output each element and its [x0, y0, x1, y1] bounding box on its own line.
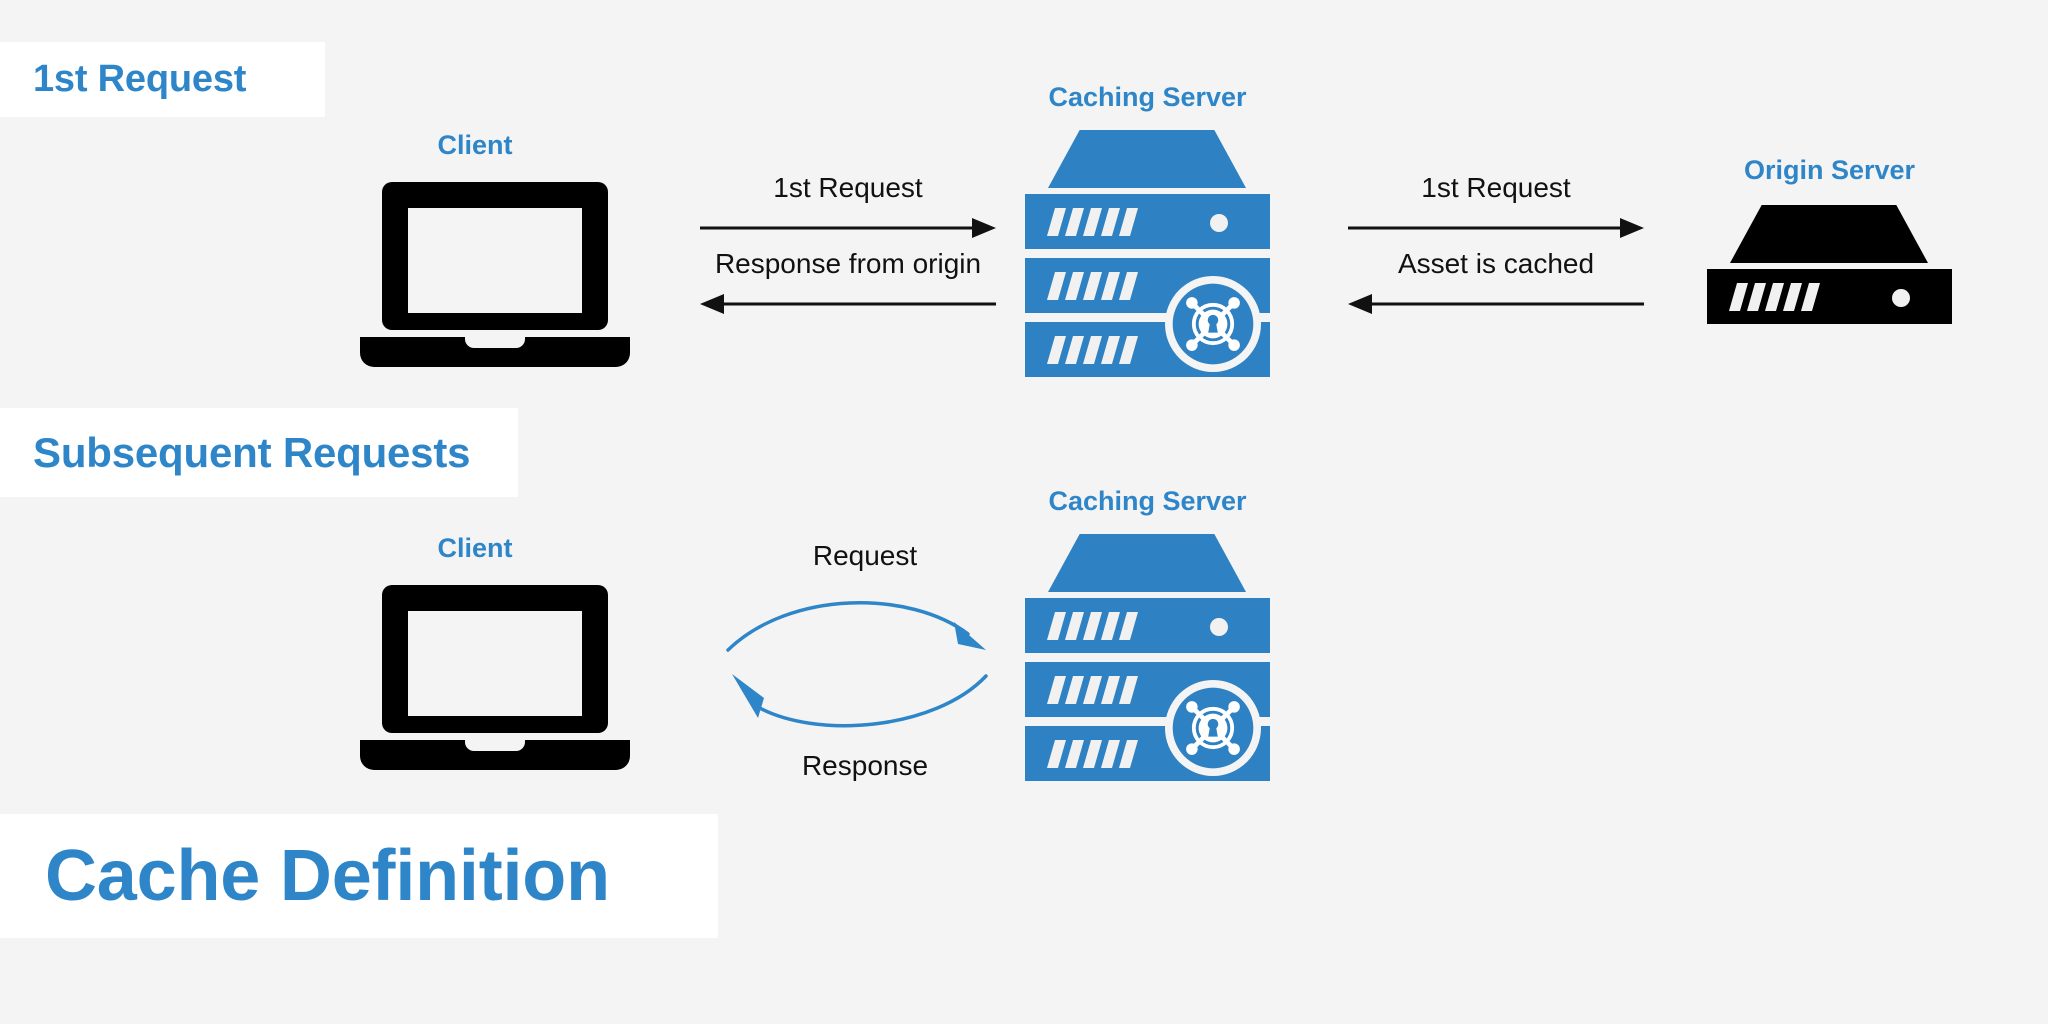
- row1-origin-server-caption: Origin Server: [1743, 155, 1916, 185]
- arrow-label-request-2: 1st Request: [1421, 172, 1571, 203]
- laptop-screen: [408, 611, 582, 716]
- section-title-first-request: 1st Request: [33, 58, 247, 100]
- server-top-trapezoid: [1048, 534, 1246, 592]
- section-title-cache-definition: Cache Definition: [45, 836, 610, 916]
- caching-server-icon: [1025, 534, 1270, 781]
- origin-server-slashes: [1728, 283, 1841, 311]
- request-response-cycle: Request Response: [720, 540, 1010, 790]
- section-title-band-first-request: 1st Request: [0, 42, 325, 117]
- server-slashes: [1046, 676, 1159, 704]
- row1-arrows-left: 1st Request Response from origin: [700, 172, 996, 322]
- origin-server-status-dot: [1892, 289, 1910, 307]
- arrow-left-2: [1348, 294, 1644, 314]
- section-title-subsequent-requests: Subsequent Requests: [33, 428, 471, 476]
- server-slashes: [1046, 740, 1159, 768]
- server-rack-unit-1: [1025, 194, 1270, 249]
- caching-server-icon: [1025, 130, 1270, 377]
- cache-lock-badge-icon: [1165, 680, 1261, 776]
- server-slashes: [1046, 336, 1159, 364]
- arrow-right-1: [700, 218, 996, 238]
- server-top-trapezoid: [1048, 130, 1246, 188]
- curved-arrow-response: [732, 674, 988, 728]
- row1-arrows-right: 1st Request Asset is cached: [1348, 172, 1644, 322]
- server-status-dot: [1210, 618, 1228, 636]
- laptop-notch: [465, 740, 525, 751]
- arrow-label-request-1: 1st Request: [773, 172, 923, 203]
- server-slashes: [1046, 612, 1159, 640]
- origin-server-icon: [1707, 205, 1952, 325]
- row2-caching-server-caption: Caching Server: [1048, 486, 1247, 516]
- origin-server-top-trapezoid: [1730, 205, 1928, 263]
- laptop-icon: [360, 182, 630, 367]
- cycle-label-request: Request: [812, 540, 918, 571]
- arrow-label-asset-cached: Asset is cached: [1397, 248, 1595, 279]
- server-slashes: [1046, 208, 1159, 236]
- arrow-right-2: [1348, 218, 1644, 238]
- section-title-band-cache-definition: Cache Definition: [0, 814, 718, 938]
- row1-client-caption: Client: [437, 130, 513, 160]
- laptop-screen: [408, 208, 582, 313]
- server-status-dot: [1210, 214, 1228, 232]
- server-slashes: [1046, 272, 1159, 300]
- laptop-notch: [465, 337, 525, 348]
- cycle-label-response: Response: [801, 750, 929, 781]
- row1-caching-server-caption: Caching Server: [1048, 82, 1247, 112]
- server-rack-unit-1: [1025, 598, 1270, 653]
- laptop-icon: [360, 585, 630, 770]
- origin-server-rack-unit: [1707, 269, 1952, 324]
- arrow-label-response-origin: Response from origin: [714, 248, 982, 279]
- section-title-band-subsequent-requests: Subsequent Requests: [0, 408, 518, 497]
- row2-client-caption: Client: [437, 533, 513, 563]
- arrow-left-1: [700, 294, 996, 314]
- curved-arrow-request: [726, 601, 986, 652]
- cache-lock-badge-icon: [1165, 276, 1261, 372]
